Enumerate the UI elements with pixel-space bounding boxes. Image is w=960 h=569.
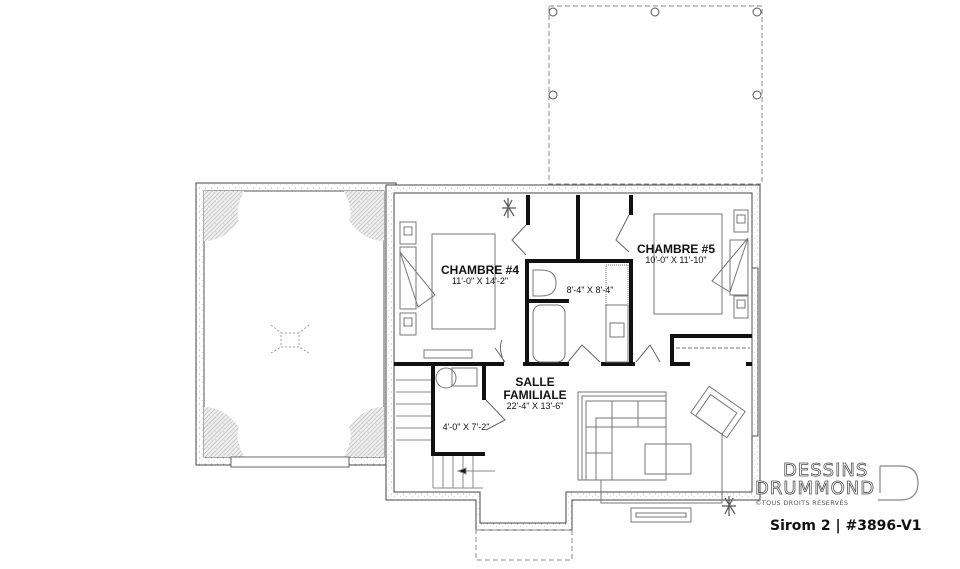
left-area [195, 182, 397, 468]
room-dimensions: 4'-0" X 7'-2" [442, 422, 490, 432]
stairs [396, 379, 495, 489]
room-name: CHAMBRE #5 [636, 242, 715, 256]
interior-walls [394, 195, 752, 456]
brand-copyright: ©TOUS DROITS RÉSERVÉS [755, 499, 849, 507]
room-salle-familiale: SALLE FAMILIALE 22'-4" X 13'-6" [490, 375, 580, 412]
bathroom-fixtures [532, 264, 629, 363]
powder-fixtures [435, 367, 478, 389]
room-powder: 4'-0" X 7'-2" [436, 422, 496, 433]
room-dimensions: 8'-4" X 8'-4" [566, 285, 614, 295]
room-bathroom: 8'-4" X 8'-4" [555, 285, 625, 296]
plant-icons [502, 198, 736, 516]
room-name: CHAMBRE #4 [440, 263, 519, 277]
room-dimensions: 10'-0" X 11'-10" [645, 255, 707, 266]
room-dimensions: 11'-0" X 14'-2" [451, 276, 509, 287]
logo-mark [878, 465, 919, 501]
room-chambre5: CHAMBRE #5 10'-0" X 11'-10" [626, 242, 726, 266]
brand-line1: DESSINS [783, 460, 869, 481]
doors [485, 214, 661, 431]
brand-logo: DESSINS DRUMMOND ©TOUS DROITS RÉSERVÉS [755, 460, 876, 507]
chambre4-furniture [399, 221, 496, 359]
room-chambre4: CHAMBRE #4 11'-0" X 14'-2" [430, 263, 530, 287]
chambre5-furniture [653, 209, 750, 349]
room-name-line2: FAMILIALE [503, 388, 567, 403]
plan-id: Sirom 2 | #3896-V1 [770, 518, 922, 534]
room-dimensions: 22'-4" X 13'-6" [506, 401, 564, 412]
brand-line2: DRUMMOND [755, 478, 876, 499]
family-room-furniture [577, 385, 746, 523]
covered-porch [548, 5, 763, 185]
room-name-line1: SALLE [515, 375, 555, 389]
